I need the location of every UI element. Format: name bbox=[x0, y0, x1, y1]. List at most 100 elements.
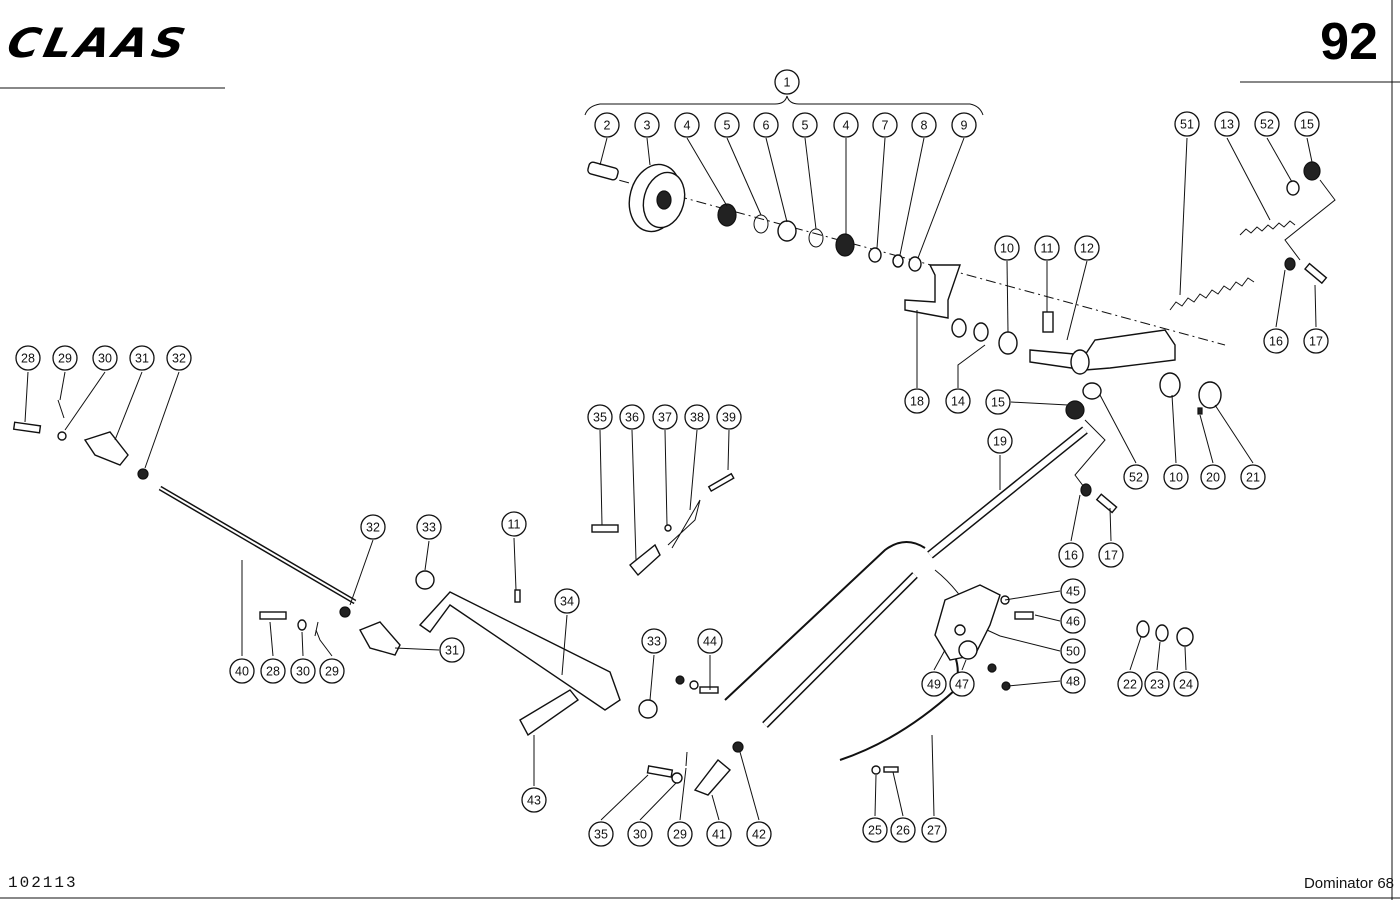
callout-number: 11 bbox=[1041, 242, 1054, 256]
callout-28: 28 bbox=[260, 658, 286, 684]
callout-number: 18 bbox=[910, 395, 924, 409]
callout-31: 31 bbox=[439, 637, 465, 663]
callout-36: 36 bbox=[619, 404, 645, 430]
callout-number: 49 bbox=[927, 678, 941, 692]
washer-16 bbox=[1284, 257, 1296, 271]
callout-number: 15 bbox=[1300, 118, 1314, 132]
callout-number: 16 bbox=[1269, 335, 1283, 349]
callout-number: 45 bbox=[1066, 585, 1080, 599]
callout-13: 13 bbox=[1214, 111, 1240, 137]
callout-number: 31 bbox=[135, 352, 149, 366]
callout-32: 32 bbox=[166, 345, 192, 371]
callout-number: 29 bbox=[58, 352, 72, 366]
callout-50: 50 bbox=[1060, 638, 1086, 664]
clevis-31 bbox=[83, 431, 129, 466]
machine-model: Dominator 68 bbox=[1303, 875, 1394, 892]
callout-number: 5 bbox=[724, 119, 731, 133]
callout-9: 9 bbox=[951, 112, 977, 138]
callout-number: 15 bbox=[991, 396, 1005, 410]
callout-number: 31 bbox=[445, 644, 459, 658]
callout-22: 22 bbox=[1117, 671, 1143, 697]
bushing-33 bbox=[415, 570, 435, 590]
ring-5 bbox=[753, 214, 769, 234]
callout-15: 15 bbox=[985, 389, 1011, 415]
callout-number: 17 bbox=[1309, 335, 1323, 349]
callout-7: 7 bbox=[872, 112, 898, 138]
callout-number: 52 bbox=[1129, 471, 1143, 485]
callout-43: 43 bbox=[521, 787, 547, 813]
callout-number: 11 bbox=[508, 518, 521, 532]
pin-20 bbox=[1197, 407, 1203, 415]
callout-11: 11 bbox=[501, 511, 527, 537]
callout-42: 42 bbox=[746, 821, 772, 847]
callout-41: 41 bbox=[706, 821, 732, 847]
callout-38: 38 bbox=[684, 404, 710, 430]
callout-19: 19 bbox=[987, 428, 1013, 454]
bolt-28b bbox=[259, 611, 287, 620]
callout-number: 29 bbox=[673, 828, 687, 842]
callout-number: 25 bbox=[868, 824, 882, 838]
callout-5: 5 bbox=[714, 112, 740, 138]
callout-number: 36 bbox=[625, 411, 639, 425]
callout-45: 45 bbox=[1060, 578, 1086, 604]
callout-number: 6 bbox=[763, 119, 770, 133]
bolt-35b bbox=[646, 765, 674, 778]
pin-50 bbox=[986, 629, 1001, 637]
callout-number: 37 bbox=[658, 411, 672, 425]
callout-number: 32 bbox=[366, 521, 380, 535]
callout-number: 41 bbox=[712, 828, 726, 842]
callout-number: 46 bbox=[1066, 615, 1080, 629]
callout-37: 37 bbox=[652, 404, 678, 430]
callout-47: 47 bbox=[949, 671, 975, 697]
callout-number: 23 bbox=[1150, 678, 1164, 692]
callout-31: 31 bbox=[129, 345, 155, 371]
washer-7 bbox=[868, 247, 882, 263]
callout-15: 15 bbox=[1294, 111, 1320, 137]
spring-51 bbox=[1169, 277, 1255, 311]
bushing-21 bbox=[1198, 381, 1222, 409]
washer-52 bbox=[1286, 180, 1300, 196]
callout-number: 2 bbox=[604, 119, 611, 133]
washer-30b bbox=[671, 772, 683, 784]
callout-number: 12 bbox=[1080, 242, 1094, 256]
ring-14a bbox=[951, 318, 967, 338]
nut-42 bbox=[732, 741, 744, 753]
callout-number: 51 bbox=[1180, 118, 1194, 132]
callout-35: 35 bbox=[588, 821, 614, 847]
callout-number: 27 bbox=[927, 824, 941, 838]
assembly-bracket bbox=[584, 95, 984, 116]
spring-13 bbox=[1239, 220, 1296, 236]
bushing-10b bbox=[1159, 372, 1181, 398]
callout-number: 29 bbox=[325, 665, 339, 679]
callout-2: 2 bbox=[594, 112, 620, 138]
callout-number: 9 bbox=[961, 119, 968, 133]
bracket-36 bbox=[629, 543, 661, 577]
callout-5: 5 bbox=[792, 112, 818, 138]
callout-number: 22 bbox=[1123, 678, 1137, 692]
callout-1: 1 bbox=[774, 69, 800, 95]
callout-number: 5 bbox=[802, 119, 809, 133]
callout-33: 33 bbox=[641, 628, 667, 654]
callout-16: 16 bbox=[1263, 328, 1289, 354]
bushing-10 bbox=[998, 331, 1018, 355]
callout-number: 28 bbox=[21, 352, 35, 366]
callout-21: 21 bbox=[1240, 464, 1266, 490]
callout-number: 1 bbox=[784, 76, 791, 90]
callout-number: 3 bbox=[644, 119, 651, 133]
callout-number: 20 bbox=[1206, 471, 1220, 485]
bearing-4 bbox=[717, 203, 737, 227]
callout-number: 35 bbox=[594, 828, 608, 842]
callout-27: 27 bbox=[921, 817, 947, 843]
bolt-2 bbox=[587, 161, 619, 181]
callout-number: 14 bbox=[951, 395, 965, 409]
pin-29 bbox=[57, 399, 65, 419]
bolt-46 bbox=[1014, 611, 1034, 620]
callout-35: 35 bbox=[587, 404, 613, 430]
callout-number: 10 bbox=[1000, 242, 1014, 256]
callout-number: 48 bbox=[1066, 675, 1080, 689]
callout-30: 30 bbox=[92, 345, 118, 371]
callout-17: 17 bbox=[1303, 328, 1329, 354]
callout-23: 23 bbox=[1144, 671, 1170, 697]
